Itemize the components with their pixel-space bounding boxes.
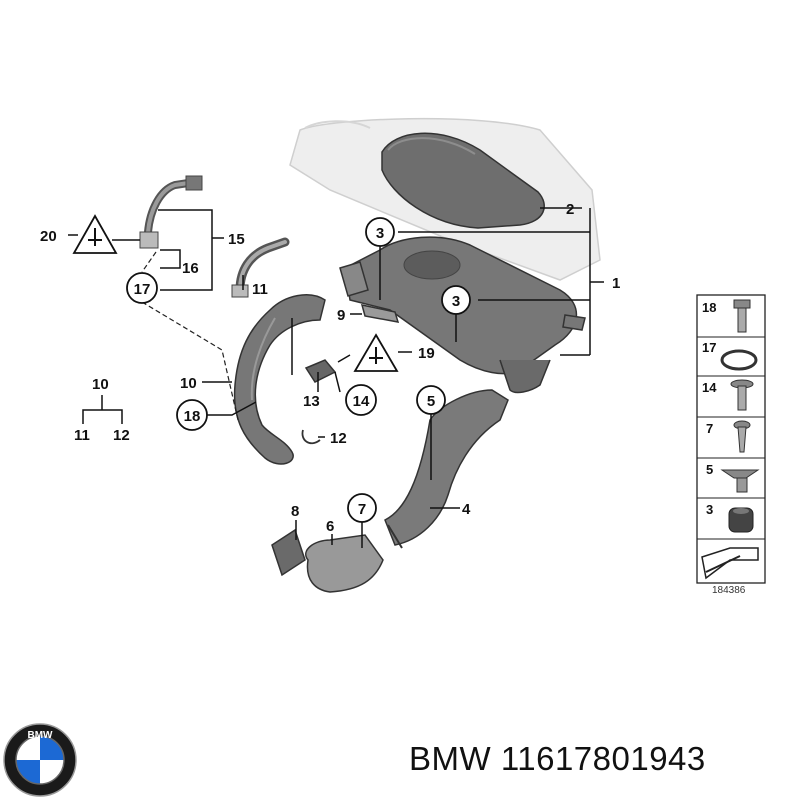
legend-label: 14 bbox=[702, 380, 717, 395]
inlet-piece-part-6 bbox=[305, 534, 384, 593]
callout-label: 1 bbox=[612, 275, 620, 292]
warning-triangle-icon bbox=[72, 214, 118, 254]
callout-label: 19 bbox=[418, 345, 435, 362]
sensor-part-13 bbox=[304, 359, 337, 383]
clip-part-12 bbox=[301, 429, 321, 445]
legend-label: 17 bbox=[702, 340, 716, 355]
callout-circle: 5 bbox=[416, 385, 446, 415]
callout-circle: 3 bbox=[365, 217, 395, 247]
clip-nut-icon bbox=[720, 469, 760, 493]
warning-triangle-icon bbox=[353, 333, 399, 372]
callout-label: 15 bbox=[228, 231, 245, 248]
brand-name: BMW bbox=[409, 740, 492, 777]
callout-label: 13 bbox=[303, 393, 320, 410]
fastener-legend: 18 17 14 7 5 3 bbox=[696, 294, 766, 584]
callout-label: 2 bbox=[566, 201, 574, 218]
callout-circle: 18 bbox=[176, 399, 208, 431]
callout-circle: 7 bbox=[347, 493, 377, 523]
part-number: 11617801943 bbox=[500, 740, 706, 777]
callout-label: 4 bbox=[462, 501, 471, 518]
diagram-reference-number: 184386 bbox=[712, 585, 746, 596]
callout-label: 11 bbox=[252, 281, 268, 298]
callout-circle: 14 bbox=[345, 384, 377, 416]
legend-label: 3 bbox=[706, 502, 713, 517]
grommet-icon bbox=[728, 507, 754, 533]
callout-label: 17 bbox=[134, 281, 151, 298]
callout-label: 7 bbox=[358, 501, 366, 518]
callout-label: 20 bbox=[40, 228, 57, 245]
legend-label: 7 bbox=[706, 421, 713, 436]
legend-label: 5 bbox=[706, 462, 713, 477]
callout-label: 12 bbox=[113, 427, 130, 444]
callout-label: 14 bbox=[353, 393, 370, 410]
callout-label: 3 bbox=[452, 293, 460, 310]
callout-label: 10 bbox=[180, 375, 197, 392]
intake-duct-part-10 bbox=[233, 294, 326, 465]
screw-icon bbox=[730, 379, 754, 411]
hose-part-11 bbox=[231, 237, 290, 298]
logo-letters: BMW bbox=[28, 730, 54, 741]
vent-hose-part-15 bbox=[139, 175, 203, 249]
callout-label: 5 bbox=[427, 393, 435, 410]
callout-label: 8 bbox=[291, 503, 299, 520]
leader-lines bbox=[68, 207, 604, 548]
callout-label: 18 bbox=[184, 408, 201, 425]
cover-pad-part-2 bbox=[381, 132, 545, 229]
o-ring-icon bbox=[720, 349, 758, 371]
callout-label: 10 bbox=[92, 376, 109, 393]
grille-part-8 bbox=[271, 528, 306, 577]
callout-label: 6 bbox=[326, 518, 334, 535]
part-number-caption: BMW 11617801943 bbox=[409, 740, 706, 778]
callout-label: 9 bbox=[337, 307, 345, 324]
intake-pipe-part-4 bbox=[384, 389, 509, 549]
bolt-icon bbox=[733, 299, 751, 333]
arrow-icon bbox=[701, 547, 759, 580]
callout-circle: 3 bbox=[441, 285, 471, 315]
legend-label: 18 bbox=[702, 300, 716, 315]
callout-label: 12 bbox=[330, 430, 347, 447]
bmw-logo: BMW bbox=[3, 723, 77, 797]
filter-element-part-9 bbox=[360, 304, 400, 323]
screw-icon bbox=[733, 420, 751, 453]
callout-circle: 17 bbox=[126, 272, 158, 304]
callout-label: 11 bbox=[74, 427, 90, 444]
callout-label: 3 bbox=[376, 225, 384, 242]
callout-label: 16 bbox=[182, 260, 199, 277]
